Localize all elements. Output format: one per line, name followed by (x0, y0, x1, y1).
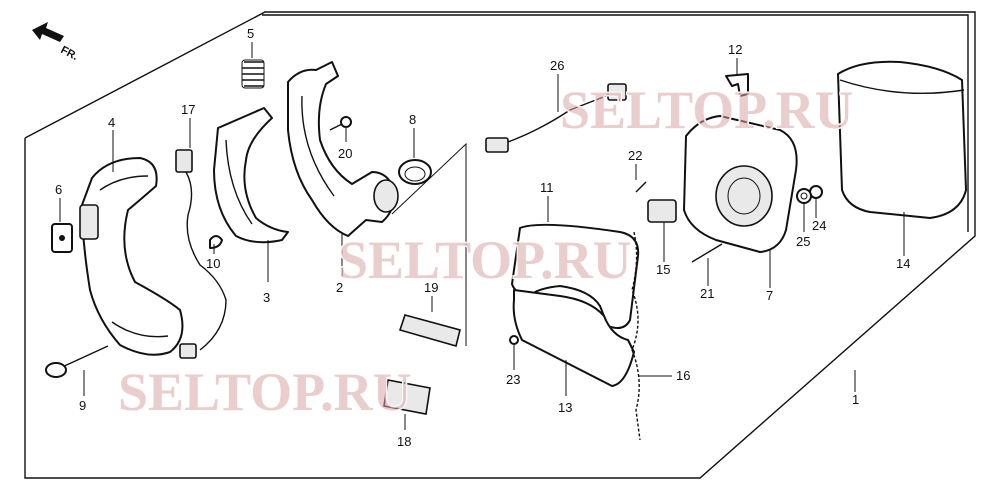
sub-assembly-lines (391, 142, 467, 346)
callout-labels: 1 2 3 4 5 6 7 8 9 10 11 12 13 14 15 16 1… (55, 26, 910, 449)
callout-25: 25 (796, 234, 810, 249)
callout-20: 20 (338, 146, 352, 161)
watermark-top: SELTOP.RU (560, 80, 854, 140)
part-2-lever-housing (287, 61, 399, 237)
part-4-grip-cover (79, 157, 184, 356)
callout-5: 5 (247, 26, 254, 41)
part-15-switch (647, 199, 677, 223)
callout-15: 15 (656, 262, 670, 277)
callout-16: 16 (676, 368, 690, 383)
part-13-cover (512, 289, 635, 387)
callout-3: 3 (263, 290, 270, 305)
front-direction-arrow-icon: FR. (32, 22, 80, 63)
assembly-frame (24, 11, 976, 479)
part-18-label (383, 379, 431, 415)
callout-8: 8 (409, 112, 416, 127)
callout-19: 19 (424, 280, 438, 295)
callout-14: 14 (896, 256, 910, 271)
part-3-bracket (213, 107, 289, 244)
part-5-spring (241, 59, 265, 89)
part-21-bolt (691, 243, 723, 263)
callout-17: 17 (181, 102, 195, 117)
callout-1: 1 (852, 392, 859, 407)
leader-lines (59, 42, 905, 430)
callout-23: 23 (506, 372, 520, 387)
part-23-fastener (509, 335, 519, 345)
callout-4: 4 (108, 115, 115, 130)
watermarks: SELTOP.RU SELTOP.RU SELTOP.RU (117, 79, 855, 423)
callout-2: 2 (336, 280, 343, 295)
callout-11: 11 (540, 180, 554, 195)
part-22-screw (635, 181, 647, 193)
part-14-cap (837, 60, 967, 219)
part-26-harness (485, 83, 627, 153)
callout-22: 22 (628, 148, 642, 163)
part-10-clip (209, 235, 223, 249)
part-12-clip (725, 73, 749, 97)
part-7-control-body (683, 115, 798, 253)
callout-21: 21 (700, 286, 714, 301)
part-9-pin (45, 345, 109, 378)
part-19-label (398, 314, 461, 347)
direction-label: FR. (59, 44, 80, 63)
callout-6: 6 (55, 182, 62, 197)
watermark-middle: SELTOP.RU (338, 230, 632, 290)
callout-24: 24 (812, 218, 826, 233)
callout-7: 7 (766, 288, 773, 303)
part-6-clip (51, 223, 73, 253)
part-8-collar (398, 159, 432, 185)
part-17-wire-harness (175, 149, 227, 359)
part-20-screw (329, 116, 352, 131)
callout-26: 26 (550, 58, 564, 73)
callout-10: 10 (206, 256, 220, 271)
callout-9: 9 (79, 398, 86, 413)
callout-13: 13 (558, 400, 572, 415)
watermark-bottom: SELTOP.RU (118, 362, 412, 422)
part-16-cord (631, 231, 641, 441)
callout-12: 12 (728, 42, 742, 57)
part-25-washer (796, 188, 812, 204)
callout-18: 18 (397, 434, 411, 449)
